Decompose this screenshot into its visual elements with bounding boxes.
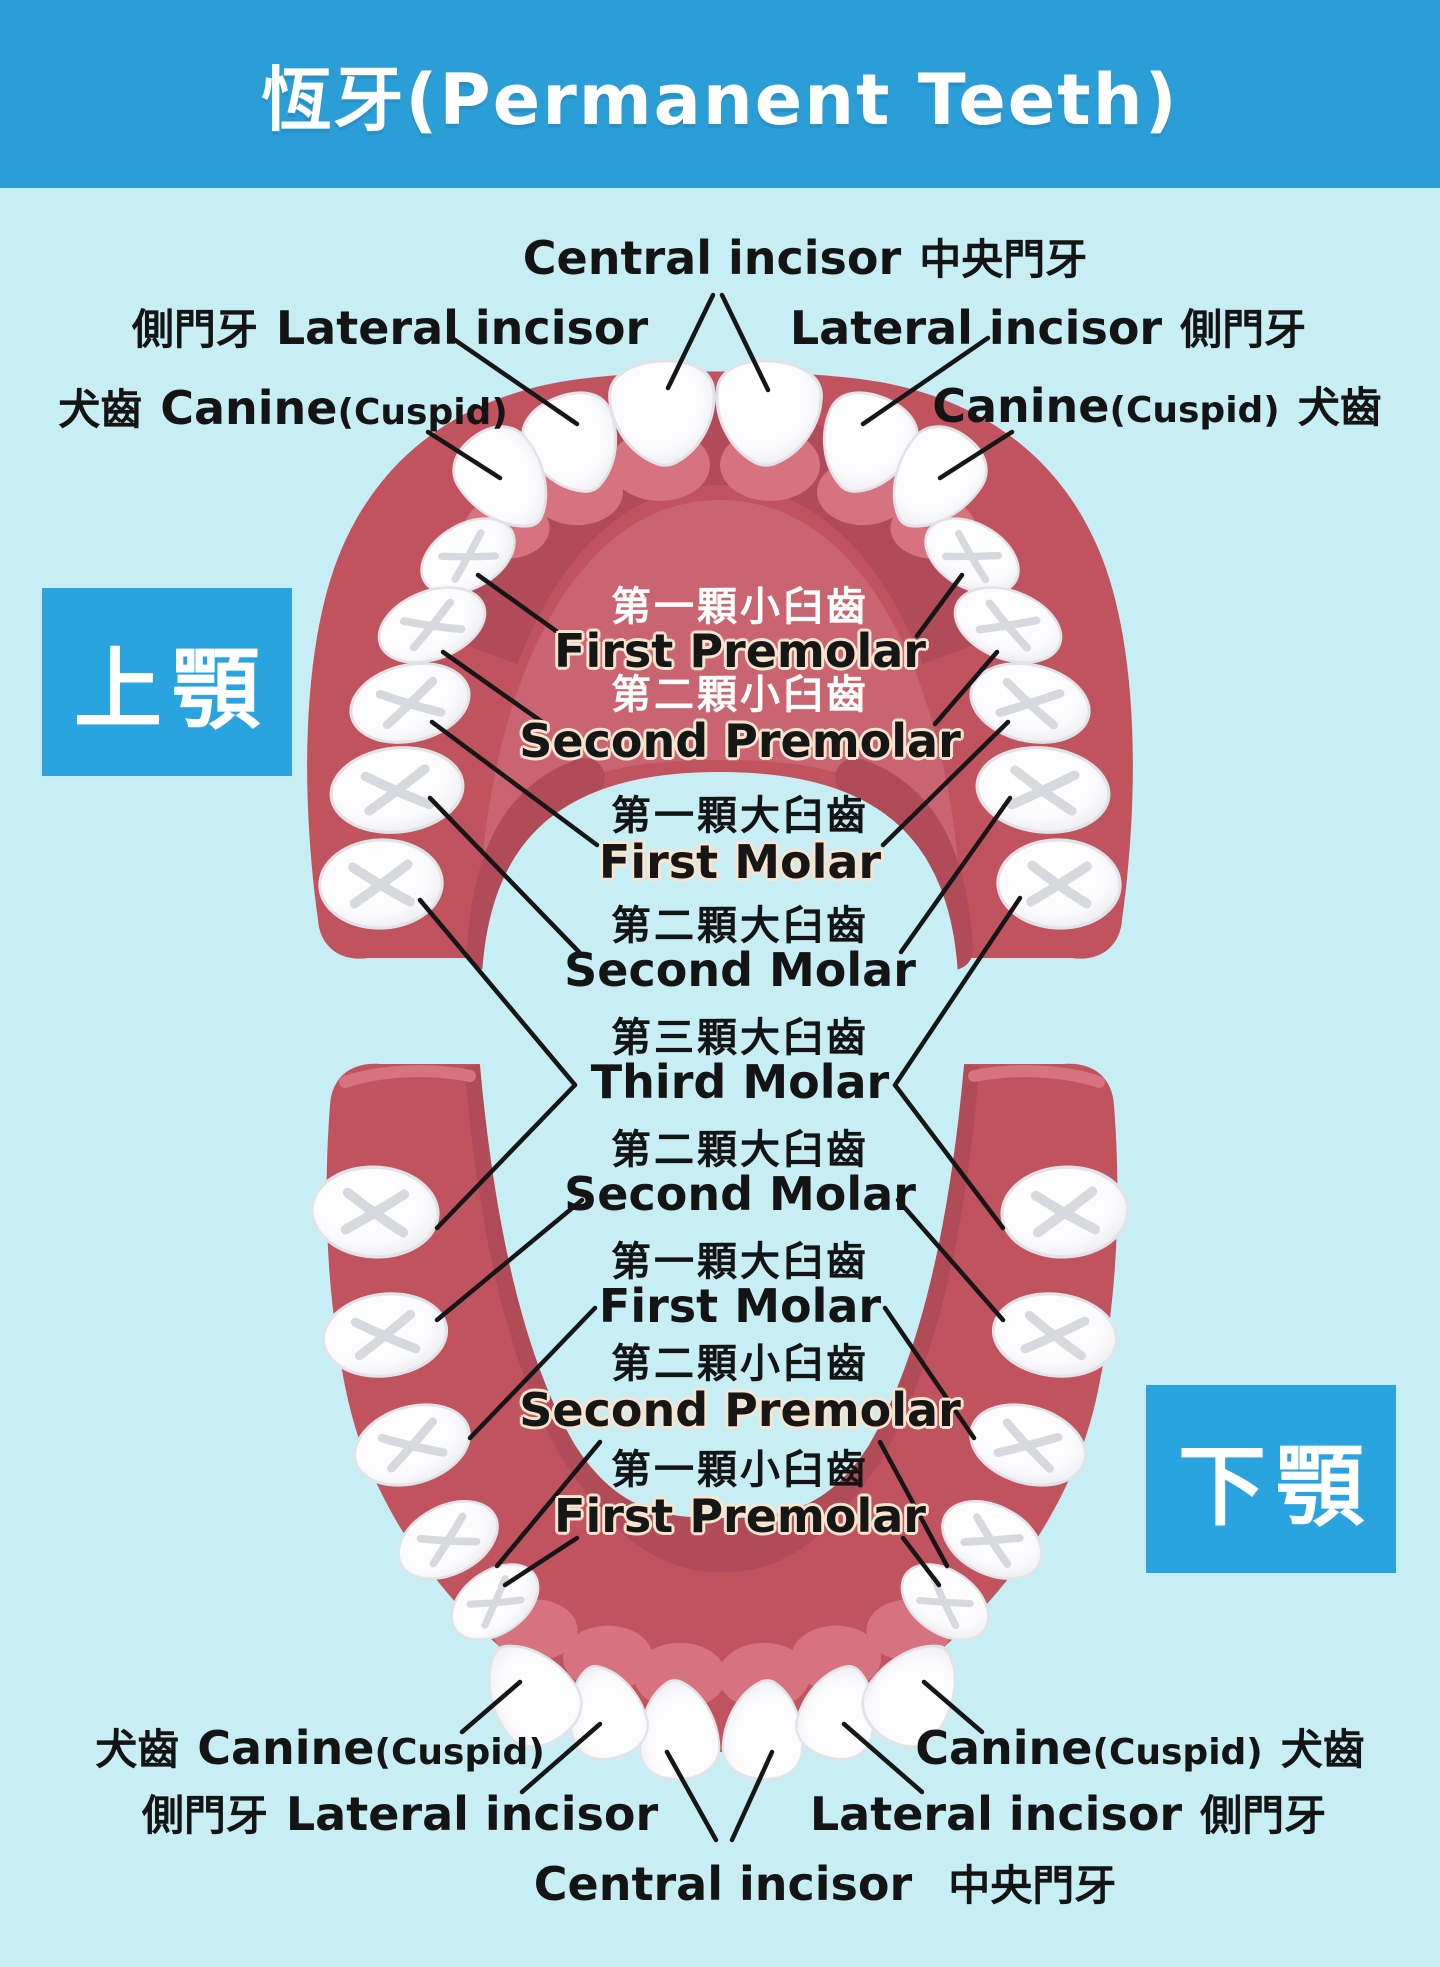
label-second-premolar-lower-en: Second Premolar	[519, 1383, 961, 1437]
label-canine-lower-right: Canine (Cuspid) 犬齒	[915, 1721, 1365, 1775]
label-third-molar-en: Third Molar	[590, 1055, 890, 1109]
title-bar: 恆牙(Permanent Teeth)	[0, 0, 1440, 188]
label-central-incisor-upper: Central incisor 中央門牙	[522, 231, 1088, 285]
label-first-molar-upper-zh: 第一顆大臼齒	[611, 793, 869, 839]
upper-palate-dome	[478, 500, 962, 955]
label-canine-upper-left: 犬齒 Canine (Cuspid)	[58, 381, 508, 435]
label-third-molar-zh: 第三顆大臼齒	[611, 1015, 869, 1061]
lower-gum-rim-right	[968, 1065, 1105, 1088]
label-canine-lower-left: 犬齒 Canine (Cuspid)	[95, 1721, 545, 1775]
label-lateral-incisor-upper-right: Lateral incisor 側門牙	[789, 301, 1307, 355]
upper-opening	[482, 772, 958, 1035]
label-second-premolar-upper-en: Second Premolar	[519, 714, 961, 768]
upper-jaw-box: 上顎	[42, 588, 292, 776]
label-second-molar-lower-en: Second Molar	[564, 1167, 916, 1221]
label-second-molar-upper-en: Second Molar	[564, 943, 916, 997]
label-first-premolar-lower-en: First Premolar	[554, 1489, 926, 1543]
label-first-molar-lower-zh: 第一顆大臼齒	[611, 1239, 869, 1285]
upper-jaw	[307, 355, 1133, 1035]
label-lateral-incisor-lower-left: 側門牙 Lateral incisor	[141, 1787, 659, 1841]
label-first-molar-upper-en: First Molar	[598, 835, 882, 889]
label-lateral-incisor-upper-left: 側門牙 Lateral incisor	[131, 301, 649, 355]
lower-jaw	[310, 1042, 1131, 1785]
upper-inner-shadow-left	[467, 758, 605, 970]
label-canine-upper-right: Canine (Cuspid) 犬齒	[932, 379, 1382, 433]
label-first-premolar-upper-zh: 第一顆小臼齒	[611, 584, 869, 630]
label-central-incisor-lower: Central incisor 中央門牙	[533, 1857, 1117, 1911]
callout-lines	[417, 292, 1023, 1843]
label-second-molar-lower-zh: 第二顆大臼齒	[611, 1127, 869, 1173]
lower-jaw-box-label: 下顎	[1177, 1434, 1374, 1538]
label-second-premolar-lower-zh: 第二顆小臼齒	[611, 1341, 869, 1387]
page-title: 恆牙(Permanent Teeth)	[261, 58, 1179, 141]
tongue-area	[478, 1042, 966, 1518]
label-first-premolar-upper-en: First Premolar	[554, 624, 926, 678]
upper-jaw-box-label: 上顎	[73, 637, 270, 741]
lower-jaw-box: 下顎	[1146, 1385, 1396, 1573]
upper-inner-shadow-right	[835, 758, 973, 970]
lower-gum-rim-left	[339, 1065, 476, 1088]
label-second-premolar-upper-zh: 第二顆小臼齒	[611, 672, 869, 718]
label-lateral-incisor-lower-right: Lateral incisor 側門牙	[809, 1787, 1327, 1841]
label-first-molar-lower-en: First Molar	[598, 1279, 882, 1333]
label-second-molar-upper-zh: 第二顆大臼齒	[611, 903, 869, 949]
label-first-premolar-lower-zh: 第一顆小臼齒	[611, 1447, 869, 1493]
